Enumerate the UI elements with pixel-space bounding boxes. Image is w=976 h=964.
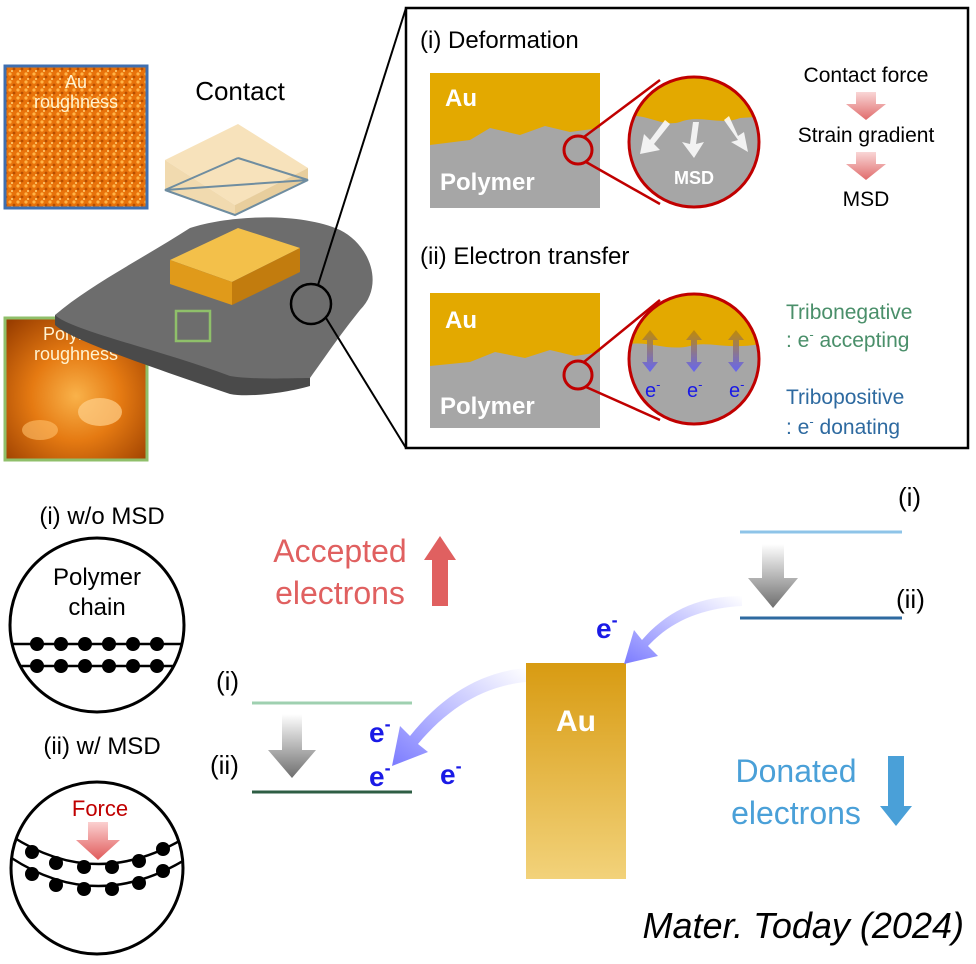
electron-transfer-title: (ii) Electron transfer (420, 243, 629, 270)
electron-swoosh-upper (624, 596, 742, 664)
svg-text:roughness: roughness (34, 344, 118, 364)
tribopositive-desc: : e- donating (786, 414, 900, 439)
msd-label: MSD (674, 168, 714, 188)
flow-step-0: Contact force (804, 64, 929, 87)
et-polymer-label: Polymer (440, 393, 535, 420)
left-level-i-label: (i) (216, 666, 239, 696)
deformation-interface (430, 73, 661, 208)
flow-step-1: Strain gradient (798, 124, 935, 147)
polymer-chain-line2: chain (68, 594, 125, 621)
electron-label-upper: e- (596, 610, 618, 644)
au-roughness-image: Au roughness (3, 64, 149, 210)
accepted-line1: Accepted (273, 533, 406, 569)
force-label: Force (72, 796, 128, 821)
citation: Mater. Today (2024) (642, 905, 964, 946)
polymer-chain-circle-straight: Polymer chain (8, 536, 186, 714)
accepted-electrons: Accepted electrons (273, 533, 456, 611)
electron-label-0: e- (645, 377, 660, 402)
electron-label-left-top: e- (369, 714, 391, 748)
right-level-i-label: (i) (898, 482, 921, 512)
electron-swoosh-lower (392, 668, 526, 766)
deformation-title: (i) Deformation (420, 27, 579, 54)
contact-label: Contact (195, 76, 285, 106)
deformation-polymer-label: Polymer (440, 169, 535, 196)
accepted-up-arrow (424, 536, 456, 606)
au-roughness-label: Au (65, 72, 87, 92)
w-msd-title: (ii) w/ MSD (43, 733, 160, 760)
msd-zoom-circle: MSD (627, 75, 761, 209)
deformation-au-label: Au (445, 85, 477, 112)
accepted-line2: electrons (275, 575, 405, 611)
tribonegative-desc: : e- accepting (786, 327, 909, 352)
flow-step-2: MSD (843, 188, 890, 211)
polymer-chain-circle-bent: Force (9, 780, 185, 956)
electron-transfer-interface (430, 293, 661, 428)
au-block-label: Au (556, 705, 596, 738)
donated-line1: Donated (736, 753, 857, 789)
donated-electrons: Donated electrons (731, 753, 912, 831)
donated-down-arrow (880, 756, 912, 826)
right-level-shift-arrow (748, 544, 798, 608)
au-energy-block (526, 663, 626, 879)
electron-label-1: e- (687, 377, 702, 402)
electron-label-left-bottom: e- (369, 758, 391, 792)
polymer-chain-line1: Polymer (53, 564, 141, 591)
contact-3d-illustration (55, 7, 407, 449)
svg-text:roughness: roughness (34, 92, 118, 112)
tribopositive-title: Tribopositive (786, 386, 904, 409)
tribonegative-title: Tribonegative (786, 301, 912, 324)
wo-msd-title: (i) w/o MSD (39, 503, 164, 530)
electron-label-right: e- (440, 756, 462, 790)
right-level-ii-label: (ii) (896, 584, 925, 614)
et-au-label: Au (445, 307, 477, 334)
deformation-flow: Contact force Strain gradient MSD (798, 64, 935, 211)
left-level-shift-arrow (268, 714, 316, 778)
electron-label-2: e- (729, 377, 744, 402)
left-level-ii-label: (ii) (210, 750, 239, 780)
donated-line2: electrons (731, 795, 861, 831)
